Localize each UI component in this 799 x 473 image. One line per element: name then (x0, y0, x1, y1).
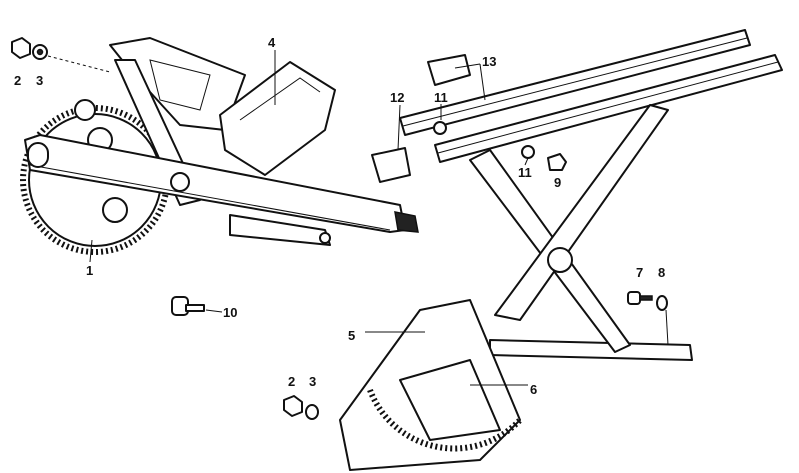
washer-icon (656, 295, 668, 311)
callout-13: 13 (482, 54, 496, 69)
callout-2b: 2 (288, 374, 295, 389)
callout-11a: 11 (434, 90, 448, 105)
nut-9 (547, 153, 567, 171)
callout-5: 5 (348, 328, 355, 343)
callout-11b: 11 (518, 165, 532, 180)
leader-lines (89, 50, 669, 386)
slider-12 (371, 147, 411, 183)
callout-3b: 3 (309, 374, 316, 389)
callout-4: 4 (268, 35, 276, 50)
callout-7: 7 (636, 265, 643, 280)
guide-rails (399, 29, 783, 361)
callout-9: 9 (554, 175, 561, 190)
washer-icon (305, 404, 319, 420)
right-window-regulator (339, 104, 669, 471)
callout-10: 10 (223, 305, 237, 320)
motor-4 (219, 61, 336, 176)
callout-1: 1 (86, 263, 93, 278)
callout-12: 12 (390, 90, 404, 105)
callout-6: 6 (530, 382, 537, 397)
callout-3: 3 (36, 73, 43, 88)
nut-icon (283, 395, 303, 417)
slider-13 (427, 54, 471, 86)
screw-icon (627, 291, 641, 305)
bolt-icon (171, 296, 205, 316)
left-window-regulator (20, 37, 419, 255)
motor-6 (399, 359, 501, 441)
nut-icon (11, 37, 31, 59)
callout-8: 8 (658, 265, 665, 280)
callout-2: 2 (14, 73, 21, 88)
